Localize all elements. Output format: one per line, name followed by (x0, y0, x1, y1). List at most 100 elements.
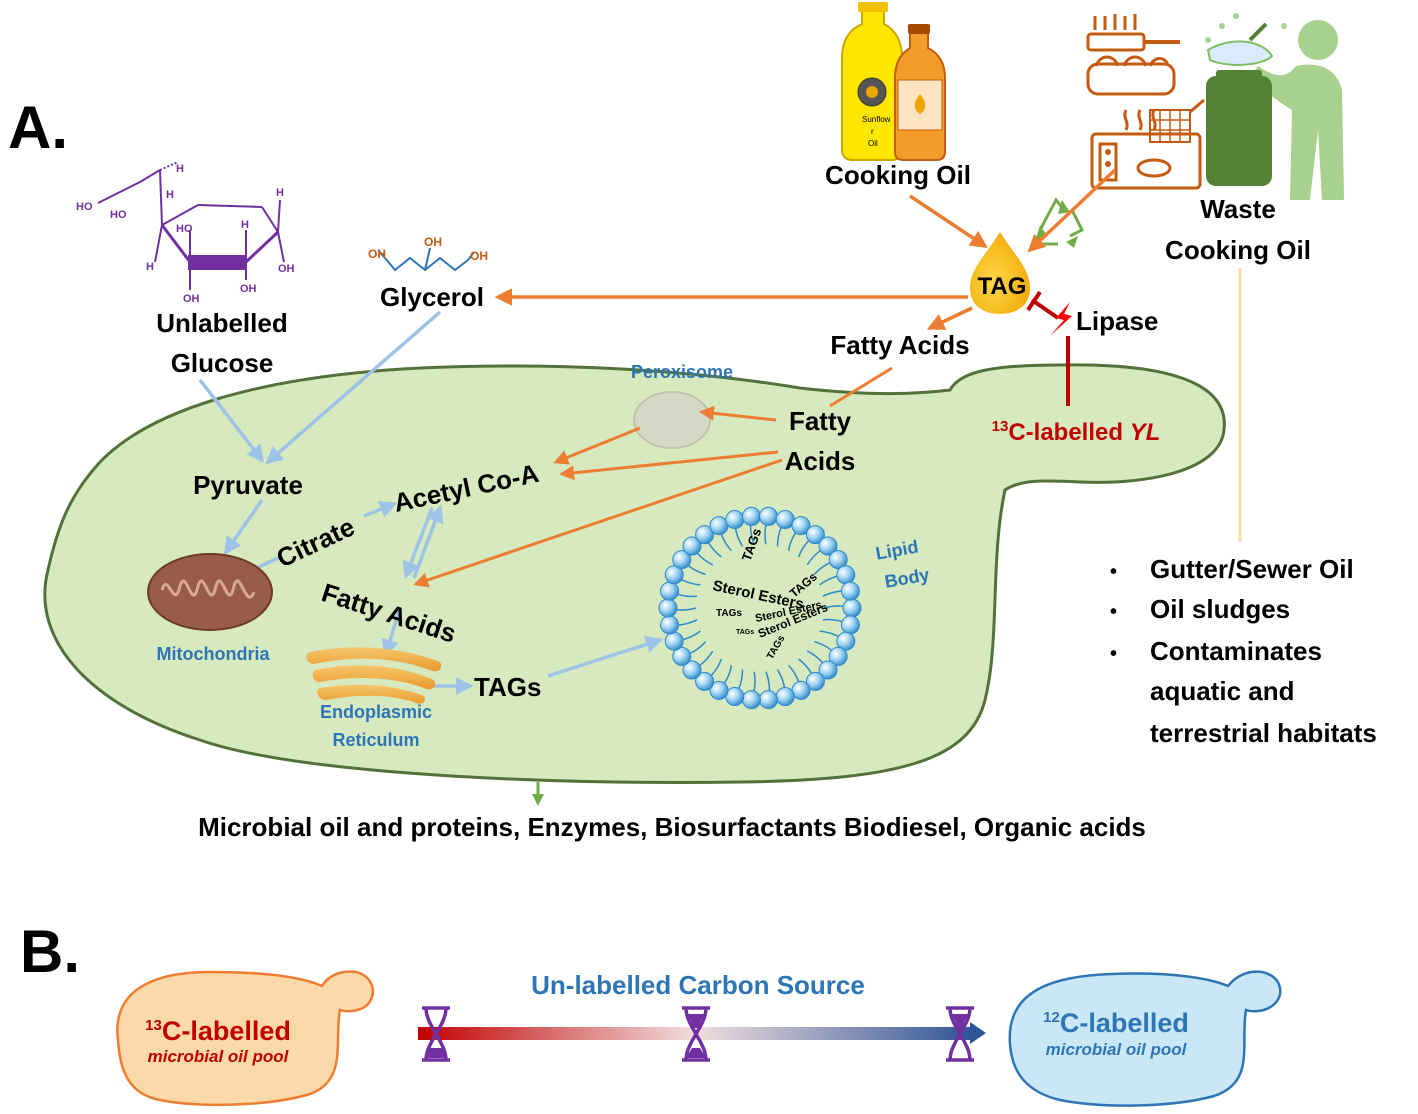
bottle-label: Sunflow (862, 115, 891, 124)
phospholipid-head (842, 598, 862, 618)
tags-label: TAGs (474, 672, 541, 702)
bullet-item: aquatic and (1150, 676, 1294, 706)
fatty-acids-to-er-fatty-acids-arrow (413, 458, 783, 588)
phospholipid-head (775, 510, 795, 529)
cooking-oil-label: Cooking Oil (825, 160, 971, 190)
fatty-acids-inner-label: Fatty (789, 406, 852, 436)
phospholipid-head (791, 516, 811, 536)
hourglass-icon (946, 1006, 974, 1062)
right-cell-title: 12C-labelled (1043, 1008, 1189, 1038)
fatty-acids-to-er-arrow (381, 607, 402, 658)
glycerol-atom: OH (424, 235, 442, 249)
carbon-gradient-arrowhead (970, 1022, 986, 1044)
glucose-structure-icon (97, 161, 285, 290)
bottle-label: r (871, 127, 874, 136)
fatty-acids-inner-label: Acids (785, 446, 856, 476)
glucose-atom: H (276, 187, 284, 199)
phospholipid-head (818, 536, 838, 556)
glucose-atom: HO (76, 201, 93, 213)
waste-cooking-oil-label: Waste (1200, 194, 1276, 224)
panel-b-letter: B. (20, 918, 80, 985)
phospholipid-head (660, 615, 680, 635)
products-label: Microbial oil and proteins, Enzymes, Bio… (198, 812, 1146, 842)
bullet-dot: • (1110, 561, 1117, 583)
phospholipid-head (664, 631, 684, 651)
phospholipid-head (672, 550, 692, 570)
waste-oil-to-tag-arrow (1027, 168, 1117, 253)
panel-a-letter: A. (8, 94, 68, 161)
labelled-yl-sup: 13 (992, 418, 1009, 435)
glucose-label: Glucose (171, 348, 274, 378)
left-cell-sup: 13 (145, 1017, 162, 1034)
bullet-dot: • (1110, 601, 1117, 623)
unlabelled-cell-12c (1008, 970, 1282, 1107)
fatty-acids-to-acetylcoa-arrow (559, 450, 779, 481)
bullet-item: Contaminates (1150, 636, 1322, 666)
waste-cooking-oil-label: Cooking Oil (1165, 235, 1311, 265)
glucose-atom: H (241, 219, 249, 231)
phospholipid-head (828, 646, 848, 666)
glucose-atom: OH (240, 283, 257, 295)
phospholipid-head (818, 660, 838, 680)
pyruvate-label: Pyruvate (193, 470, 303, 500)
lipase-inhibit-bar (1026, 290, 1042, 312)
left-cell-text: C-labelled (162, 1016, 291, 1046)
phospholipid-head (695, 525, 715, 545)
phospholipid-head (791, 680, 811, 700)
phospholipid-head (759, 690, 778, 710)
phospholipid-head (658, 598, 678, 618)
baked-goods-icon (1086, 55, 1176, 96)
phospholipid-head (709, 680, 729, 700)
hourglass-icon (682, 1006, 710, 1062)
er-label: Endoplasmic (320, 702, 432, 722)
labelled-yl-text: C-labelled (1008, 419, 1129, 446)
phospholipid-head (840, 581, 860, 601)
phospholipid-head (775, 687, 795, 706)
phospholipid-head (682, 536, 702, 556)
mitochondria-organelle (147, 553, 273, 631)
mitochondria-label: Mitochondria (157, 644, 271, 664)
cooking-oil-bottles-icon (841, 2, 946, 161)
fatty-acids-outer-label: Fatty Acids (830, 330, 969, 360)
phospholipid-head (682, 660, 702, 680)
tag-droplet-icon (970, 232, 1030, 314)
phospholipid-head (695, 671, 715, 691)
glucose-to-pyruvate-arrow (198, 378, 265, 463)
phospholipid-head (660, 581, 680, 601)
glucose-atom: HO (110, 209, 127, 221)
er-label: Reticulum (332, 730, 419, 750)
cooking-oil-to-tag-arrow (909, 194, 988, 248)
left-cell-subtitle: microbial oil pool (148, 1047, 290, 1066)
tag-to-fatty-acids-arrow (926, 306, 973, 330)
peroxisome-label: Peroxisome (631, 362, 733, 382)
right-cell-sup: 12 (1043, 1009, 1060, 1026)
phospholipid-head (725, 687, 745, 706)
phospholipid-head (709, 516, 729, 536)
phospholipid-head (742, 690, 761, 710)
frying-pan-icon (1086, 14, 1180, 52)
lipase-label: Lipase (1076, 306, 1158, 336)
labelled-yl-italic: YL (1130, 419, 1161, 446)
phospholipid-head (805, 671, 825, 691)
glucose-atom: H (166, 189, 174, 201)
glucose-atom: H (146, 261, 154, 273)
glycerol-to-pyruvate-arrow (265, 310, 442, 465)
glucose-atom: OH (183, 293, 200, 305)
phospholipid-head (805, 525, 825, 545)
lightning-icon (1050, 302, 1072, 336)
bottle-label: Oil (868, 139, 878, 148)
phospholipid-head (759, 506, 778, 526)
labelled-cell-13c (116, 970, 375, 1107)
phospholipid-head (672, 646, 692, 666)
tags-to-lipid-body-arrow (547, 635, 664, 678)
endoplasmic-reticulum-organelle (306, 647, 442, 704)
fatty-acids-entry-line (829, 366, 893, 408)
bullet-item: Oil sludges (1150, 594, 1290, 624)
bullet-item: terrestrial habitats (1150, 718, 1377, 748)
glycerol-atom: OH (368, 247, 386, 261)
lipase-to-tag-inhibit-line (1030, 298, 1060, 320)
glucose-atom: HO (176, 223, 193, 235)
phospholipid-head (742, 506, 761, 526)
phospholipid-head (840, 615, 860, 635)
tag-label: TAG (978, 273, 1027, 300)
